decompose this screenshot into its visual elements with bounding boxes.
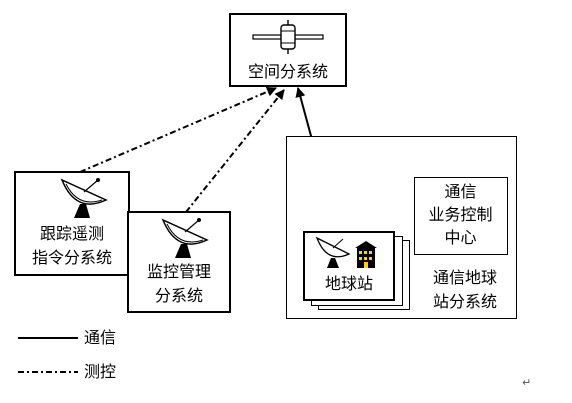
satellite-icon xyxy=(252,20,324,54)
comm-control-center-box: 通信 业务控制 中心 xyxy=(414,177,508,255)
monitoring-subsystem-line2: 分系统 xyxy=(154,286,203,305)
legend-label-comm: 通信 xyxy=(84,328,117,347)
tracking-subsystem-box: 跟踪遥测 指令分系统 xyxy=(14,171,130,276)
comm-control-center-line3: 中心 xyxy=(444,228,477,247)
earth-station-icons xyxy=(315,236,377,268)
earth-station-label: 地球站 xyxy=(324,274,373,293)
tt-link-monitoring xyxy=(185,89,285,213)
satellite-dish-icon xyxy=(60,178,108,218)
monitoring-subsystem-box: 监控管理 分系统 xyxy=(127,211,231,313)
satellite-dish-icon xyxy=(315,236,351,268)
earth-station-box: 地球站 xyxy=(303,231,395,301)
legend-label-ttc: 测控 xyxy=(84,362,117,381)
tracking-subsystem-line1: 跟踪遥测 xyxy=(39,224,104,243)
satellite-dish-icon xyxy=(161,218,209,258)
paragraph-mark: ↵ xyxy=(522,376,532,389)
tt-link-tracking xyxy=(79,86,277,173)
comm-control-center-line1: 通信 xyxy=(444,182,477,201)
comm-earth-station-subsystem-line1: 通信地球 xyxy=(432,268,497,287)
monitoring-subsystem-line1: 监控管理 xyxy=(146,262,211,281)
comm-control-center-line2: 业务控制 xyxy=(428,205,493,224)
space-subsystem-box: 空间分系统 xyxy=(229,13,347,87)
comm-earth-station-subsystem-line2: 站分系统 xyxy=(432,292,497,311)
building-icon xyxy=(355,241,377,268)
space-subsystem-label: 空间分系统 xyxy=(247,62,328,81)
tracking-subsystem-line2: 指令分系统 xyxy=(31,248,112,267)
